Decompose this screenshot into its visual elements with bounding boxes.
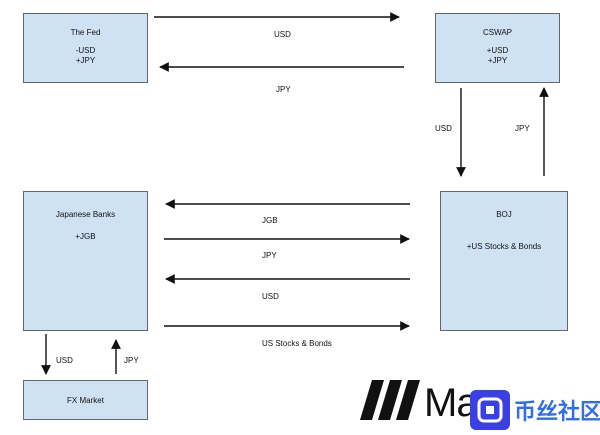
label-cswap-to-boj: USD	[435, 124, 452, 133]
node-the-fed-line-2: +JPY	[75, 56, 96, 65]
node-cswap-title: CSWAP	[482, 28, 513, 37]
node-the-fed: The Fed -USD +JPY	[23, 13, 148, 83]
node-japanese-banks-line-1: +JGB	[75, 232, 96, 241]
logo-bars-icon	[360, 380, 420, 420]
node-japanese-banks: Japanese Banks +JGB	[23, 191, 148, 331]
node-the-fed-line-1: -USD	[75, 46, 96, 55]
label-fed-to-cswap: USD	[274, 30, 291, 39]
label-boj-to-banks-usd: USD	[262, 292, 279, 301]
community-badge-icon	[470, 390, 510, 430]
node-fx-market-title: FX Market	[67, 396, 104, 405]
node-boj: BOJ +US Stocks & Bonds	[440, 191, 568, 331]
label-fx-to-banks: JPY	[124, 356, 139, 365]
label-boj-to-banks-jgb: JGB	[262, 216, 278, 225]
node-cswap-line-2: +JPY	[487, 56, 508, 65]
node-cswap: CSWAP +USD +JPY	[435, 13, 560, 83]
node-boj-title: BOJ	[496, 210, 512, 219]
label-banks-to-boj-jpy: JPY	[262, 251, 277, 260]
node-fx-market: FX Market	[23, 380, 148, 420]
community-watermark-text: 币丝社区	[514, 399, 600, 424]
node-cswap-line-1: +USD	[486, 46, 509, 55]
node-the-fed-title: The Fed	[70, 28, 101, 37]
label-banks-to-fx: USD	[56, 356, 73, 365]
label-cswap-to-fed: JPY	[276, 85, 291, 94]
node-boj-line-1: +US Stocks & Bonds	[466, 242, 542, 251]
badge-glyph-icon	[477, 397, 503, 423]
node-japanese-banks-title: Japanese Banks	[55, 210, 116, 219]
label-banks-to-boj-stocks: US Stocks & Bonds	[262, 339, 332, 348]
label-boj-to-cswap: JPY	[515, 124, 530, 133]
